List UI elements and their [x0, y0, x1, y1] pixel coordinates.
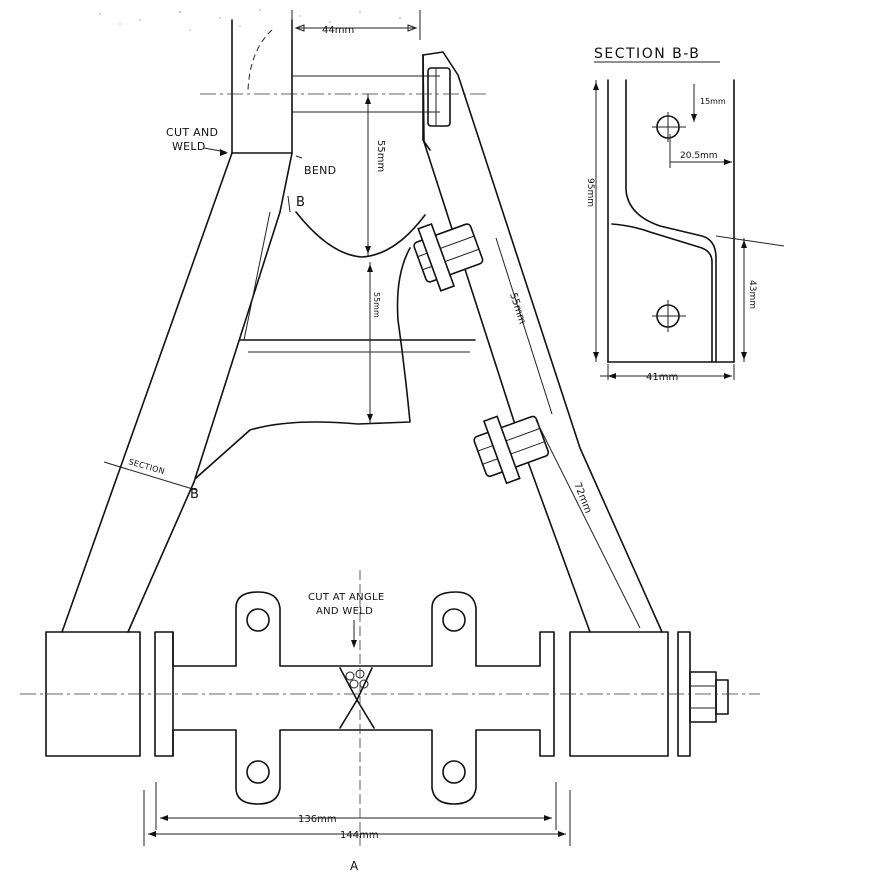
note-cut-at-angle-line1: CUT AT ANGLE	[308, 592, 385, 603]
dim-top-width-label: 44mm	[322, 25, 354, 36]
note-cut-and-weld-line2: WELD	[172, 140, 206, 153]
dim-slot-length-label: 55mm	[507, 292, 527, 326]
note-cut-at-angle-line2: AND WELD	[316, 606, 373, 617]
dim-inner-width-label: 136mm	[298, 814, 337, 825]
section-mark-bottom: SECTION B	[103, 457, 199, 502]
dim-slot-length: 55mm	[495, 237, 553, 415]
section-dim-height-total: 95mm	[585, 178, 595, 207]
dim-upper-height: 55mm	[365, 94, 386, 256]
cross-bar	[172, 591, 555, 805]
note-cut-and-weld-line1: CUT AND	[166, 126, 218, 139]
upright-post	[231, 19, 440, 154]
note-cut-at-angle: CUT AT ANGLE AND WELD	[308, 592, 385, 648]
centre-lines	[20, 93, 760, 846]
upper-bolt	[413, 222, 484, 292]
dim-outer-width-label: 144mm	[340, 830, 379, 841]
section-dim-hole-offset: 15mm	[700, 97, 726, 106]
note-bend: BEND	[295, 155, 336, 177]
section-mark-bottom-label: B	[190, 487, 199, 502]
lower-bolt	[473, 415, 550, 485]
scan-speckle	[99, 9, 401, 31]
dim-upper-height-label: 55mm	[375, 140, 386, 172]
dim-lower-height-label: 55mm	[372, 292, 381, 318]
frame-right-leg	[422, 51, 663, 633]
dim-outer-width: 144mm	[143, 790, 571, 846]
dim-inner-width: 136mm	[155, 782, 557, 830]
dim-lower-height: 55mm	[367, 262, 381, 424]
dim-bolt-spacing: 72mm	[535, 419, 641, 629]
view-label-a: A	[350, 859, 359, 873]
note-cut-and-weld: CUT AND WELD	[166, 126, 228, 156]
section-b-b-view: SECTION B-B 15mm 20.5mm 95mm 43mm	[585, 46, 785, 383]
section-mark-top: B	[287, 195, 305, 213]
section-b-b-title: SECTION B-B	[594, 46, 700, 62]
section-mark-bottom-word: SECTION	[127, 457, 165, 476]
note-bend-label: BEND	[304, 164, 336, 177]
inner-web-plate	[195, 211, 476, 479]
section-dim-hole-horizontal: 20.5mm	[680, 151, 718, 161]
frame-left-leg	[61, 152, 293, 633]
section-dim-width: 41mm	[646, 372, 678, 383]
section-dim-height-lower: 43mm	[747, 280, 757, 309]
section-mark-top-label: B	[296, 195, 305, 210]
dim-top-width: 44mm	[291, 10, 421, 40]
